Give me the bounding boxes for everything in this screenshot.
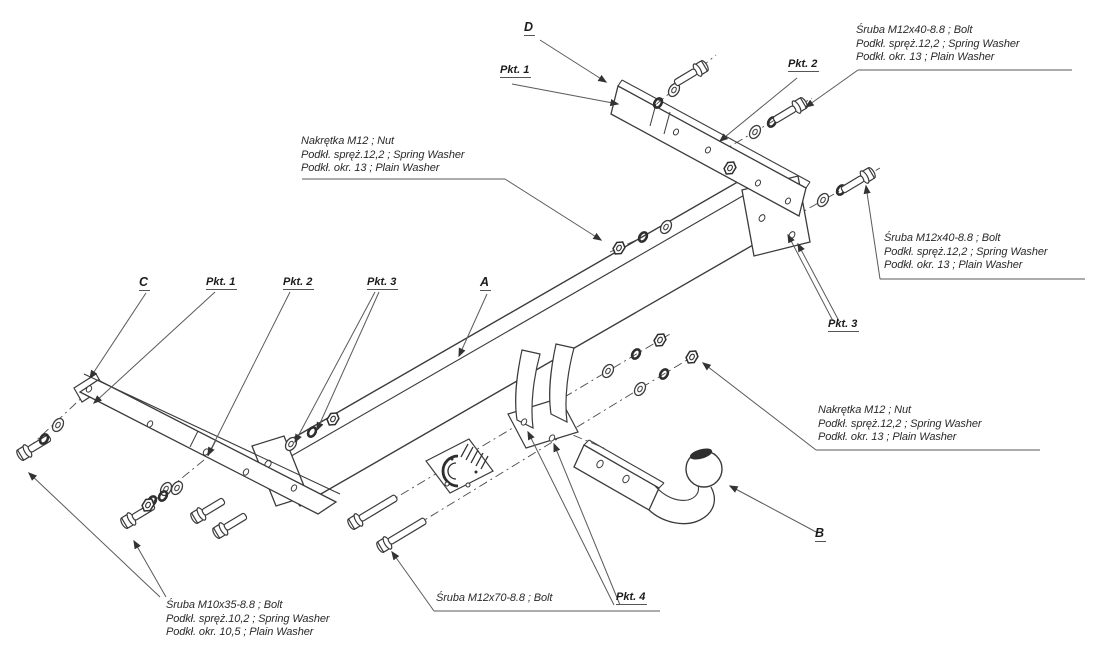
part-label-c: C [139, 275, 151, 291]
fastener-chain-ball-2 [631, 347, 701, 399]
callout-right-lower-nut: Nakrętka M12 ; Nut Podkł. spręż.12,2 ; S… [818, 404, 982, 445]
callout-bottom-left-bolt: Śruba M10x35-8.8 ; Bolt Podkł. spręż.10,… [166, 599, 330, 640]
callout-line: Podkł. okr. 13 ; Plain Washer [818, 431, 957, 443]
callout-line: Podkł. spręż.10,2 ; Spring Washer [166, 612, 330, 625]
callout-line: Podkł. okr. 13 ; Plain Washer [884, 259, 1023, 271]
callout-line: Śruba M12x40-8.8 ; Bolt [856, 24, 973, 36]
point-label-pkt3-left: Pkt. 3 [367, 276, 399, 290]
point-label-pkt1-left: Pkt. 1 [206, 276, 238, 290]
ball-bracket [507, 343, 579, 449]
callout-line: Nakrętka M12 ; Nut [818, 404, 911, 416]
callout-line: Śruba M10x35-8.8 ; Bolt [166, 599, 283, 611]
callout-top-right: Śruba M12x40-8.8 ; Bolt Podkł. spręż.12,… [856, 24, 1020, 65]
point-label-pkt1-top: Pkt. 1 [500, 64, 532, 78]
point-label-pkt2-left: Pkt. 2 [283, 276, 315, 290]
callout-bottom-mid-bolt: Śruba M12x70-8.8 ; Bolt [436, 592, 552, 606]
fastener-chain-bottom-left-1 [14, 415, 67, 463]
side-rail-d [610, 79, 811, 217]
callout-line: Śruba M12x70-8.8 ; Bolt [436, 592, 553, 604]
part-label-a: A [480, 275, 492, 291]
part-label-b: B [815, 526, 827, 542]
callout-line: Podkł. okr. 10,5 ; Plain Washer [166, 626, 314, 638]
callout-line: Śruba M12x40-8.8 ; Bolt [884, 232, 1001, 244]
callout-line: Podkł. spręż.12,2 ; Spring Washer [856, 37, 1020, 50]
bolts-m12x70 [345, 490, 430, 555]
callout-line: Nakrętka M12 ; Nut [301, 135, 394, 147]
callout-line: Podkł. spręż.12,2 ; Spring Washer [884, 245, 1048, 258]
fastener-chain-right-upper [746, 95, 810, 142]
point-label-pkt3-right: Pkt. 3 [828, 318, 860, 332]
towball-b [573, 439, 723, 525]
leader-lines [28, 39, 1085, 612]
point-label-pkt4: Pkt. 4 [616, 591, 648, 605]
callout-right-mid: Śruba M12x40-8.8 ; Bolt Podkł. spręż.12,… [884, 232, 1048, 273]
fastener-chain-top-d [651, 58, 711, 111]
lock-plate [425, 438, 494, 494]
callout-line: Podkł. spręż.12,2 ; Spring Washer [818, 417, 982, 430]
part-label-d: D [524, 20, 536, 36]
callout-line: Podkł. okr. 13 ; Plain Washer [301, 162, 440, 174]
fastener-chain-under-c [139, 478, 250, 541]
point-label-pkt2-top: Pkt. 2 [788, 58, 820, 72]
callout-line: Podkł. spręż.12,2 ; Spring Washer [301, 148, 465, 161]
callout-mid-left-nut: Nakrętka M12 ; Nut Podkł. spręż.12,2 ; S… [301, 135, 465, 176]
callout-line: Podkł. okr. 13 ; Plain Washer [856, 51, 995, 63]
